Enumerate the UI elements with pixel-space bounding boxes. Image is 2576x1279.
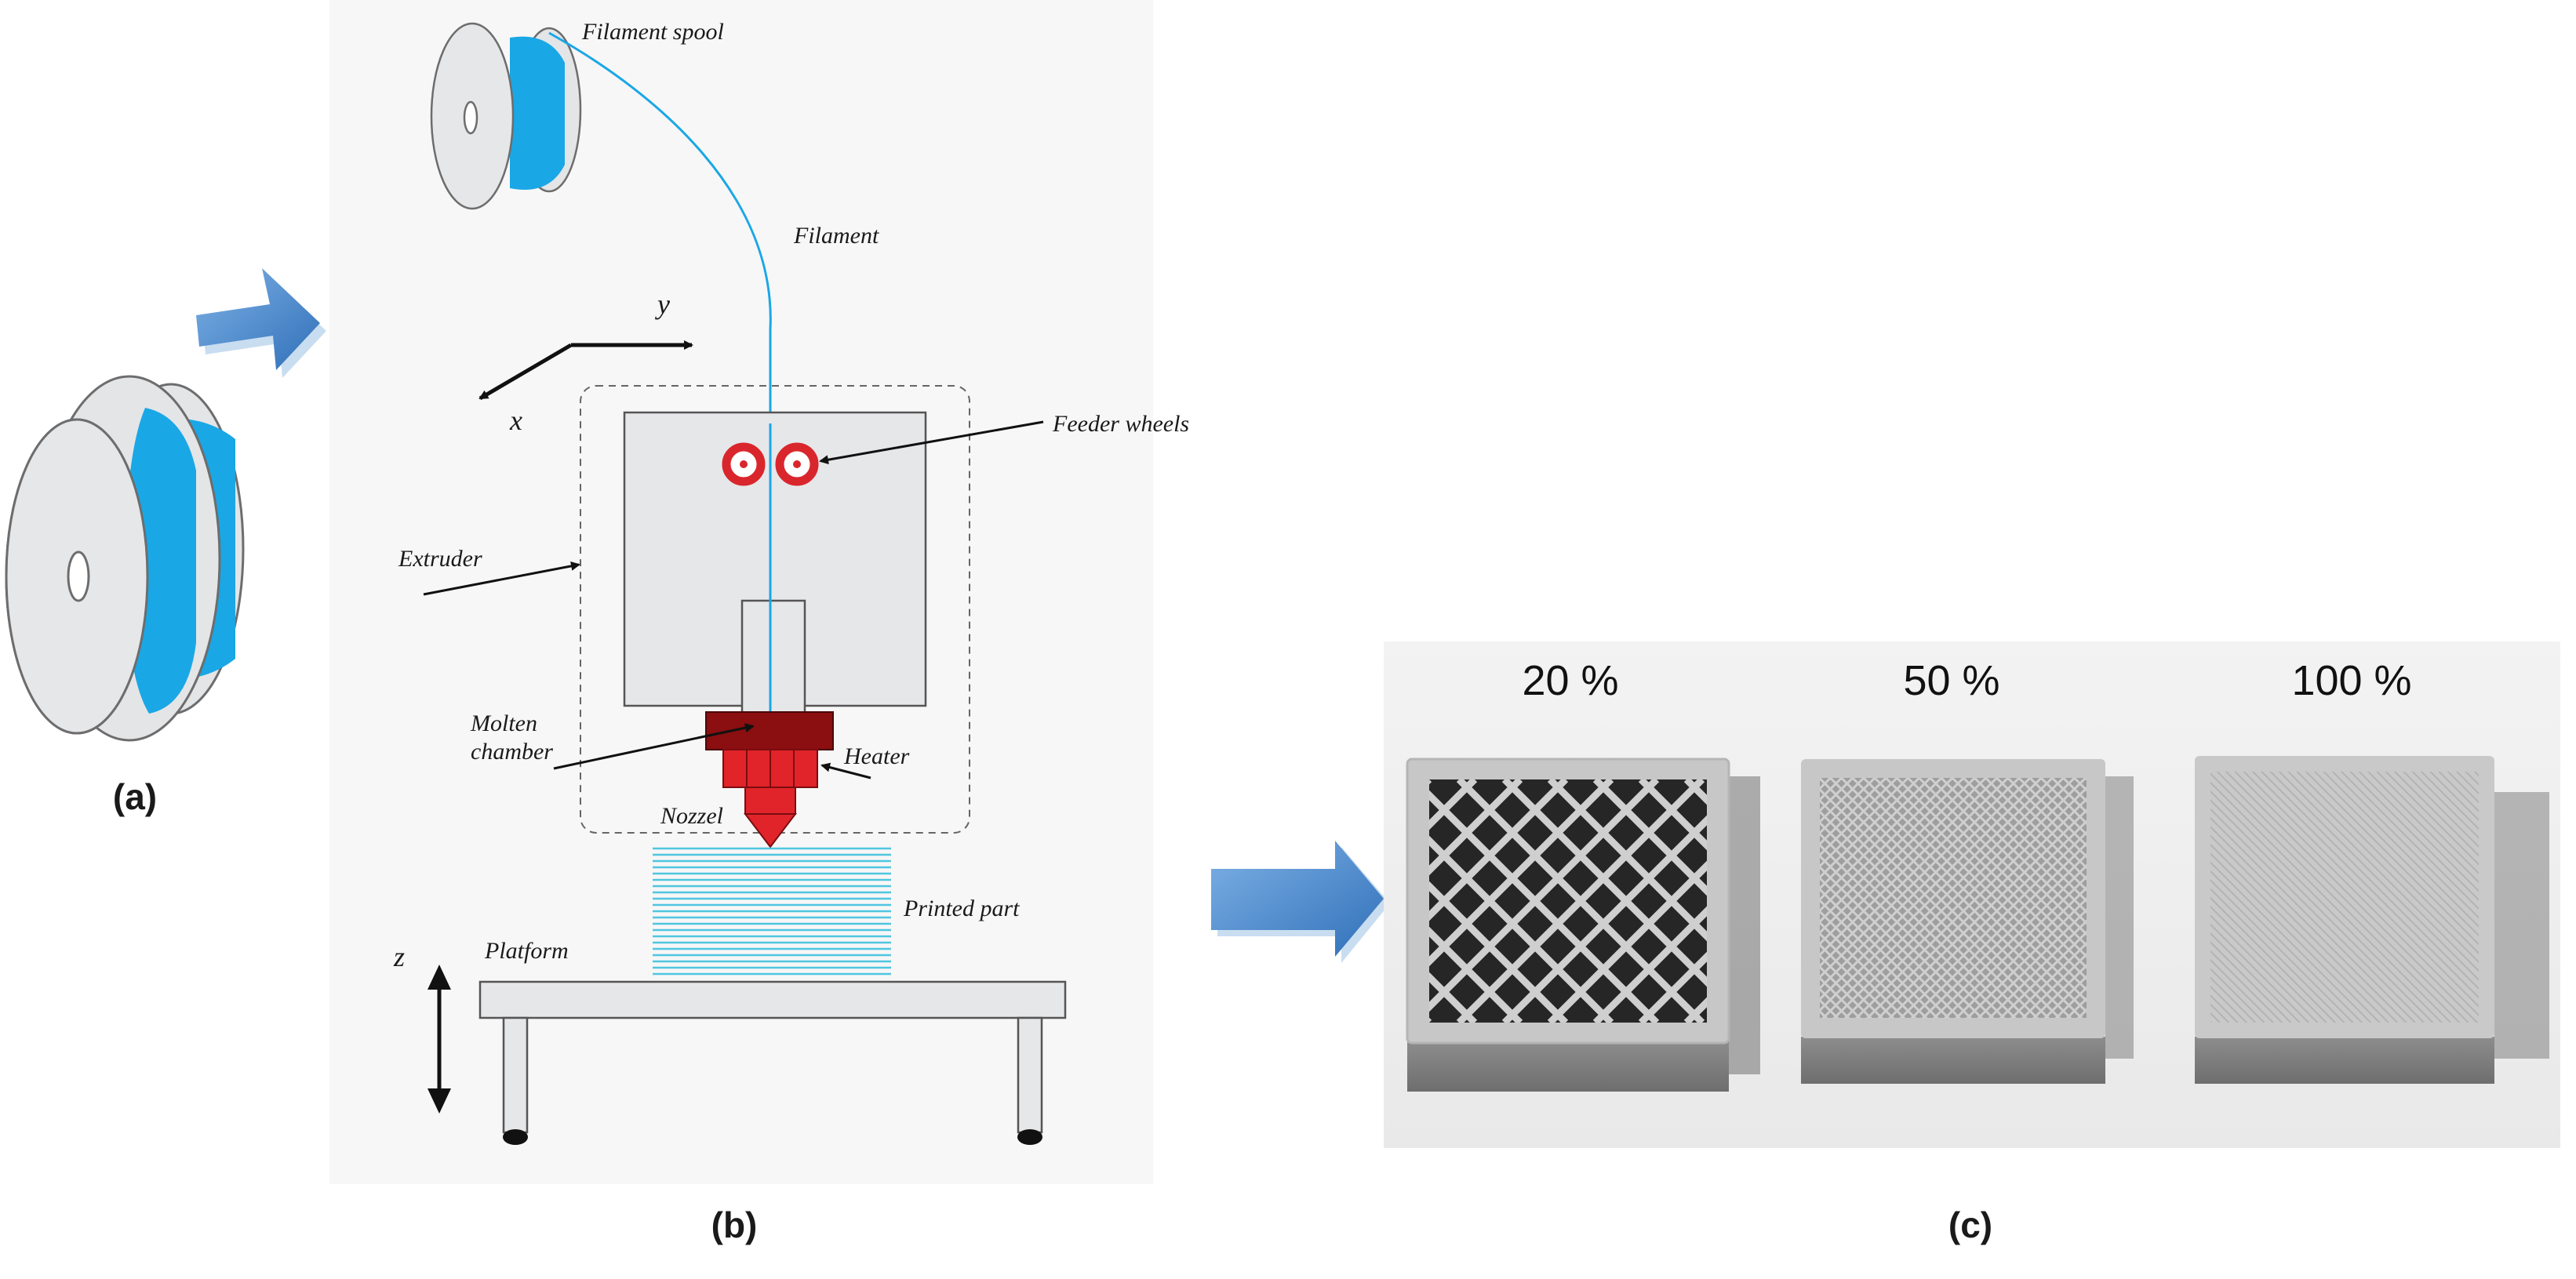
- infill-strand: [1592, 906, 1707, 1023]
- filament-channel: [740, 599, 806, 717]
- infill-label-100: 100 %: [2291, 657, 2411, 704]
- panel-b: Filament spool Filament y x Feeder wheel…: [329, 0, 1189, 1245]
- label-printed-part: Printed part: [903, 896, 1020, 921]
- nozzle-icon: [743, 787, 798, 848]
- infill-strand: [1429, 779, 1523, 876]
- infill-strand: [1429, 779, 1478, 830]
- infill-strand: [1638, 779, 1707, 851]
- infill-cube-50: [1801, 759, 2134, 1084]
- arrow-a-to-b-icon: [196, 268, 326, 378]
- infill-strand: [1456, 779, 1705, 1023]
- xy-axes-icon: [478, 340, 693, 401]
- infill-label-20: 20 %: [1522, 657, 1618, 704]
- printed-part: [653, 847, 891, 976]
- molten-pointer: [553, 723, 755, 770]
- label-axis-y: y: [655, 289, 670, 320]
- panel-a: (a): [5, 375, 245, 817]
- infill-strand: [1429, 972, 1478, 1023]
- label-platform: Platform: [484, 938, 569, 964]
- infill-strand: [1501, 815, 1707, 1023]
- feeder-wheels-icon: [722, 442, 819, 486]
- label-axis-x: x: [509, 405, 522, 436]
- z-axis-icon: [428, 965, 451, 1114]
- molten-chamber: [705, 711, 834, 750]
- infill-strand: [1638, 951, 1707, 1023]
- spool-large-icon: [5, 375, 245, 742]
- label-filament-spool: Filament spool: [581, 19, 724, 45]
- panel-label-c: (c): [1948, 1205, 1992, 1245]
- infill-strand: [1429, 779, 1569, 921]
- infill-cube-100: [2195, 756, 2549, 1084]
- label-axis-z: z: [393, 941, 405, 972]
- label-molten-line2: chamber: [471, 739, 553, 765]
- arrow-b-to-c-icon: [1211, 841, 1390, 963]
- infill-strand: [1429, 779, 1614, 967]
- infill-strand: [1429, 926, 1523, 1023]
- feeder-pointer: [819, 420, 1044, 465]
- label-nozzel: Nozzel: [660, 803, 723, 829]
- filament-line: [548, 31, 772, 845]
- panel-label-a: (a): [113, 776, 157, 817]
- label-molten-line1: Molten: [470, 710, 537, 736]
- panel-c: 20 % 50 % 100 % (c): [1384, 641, 2560, 1245]
- extruder-pointer: [423, 561, 580, 596]
- label-filament: Filament: [793, 223, 879, 249]
- infill-grid-20: [1429, 779, 1707, 1023]
- label-feeder-wheels: Feeder wheels: [1052, 411, 1189, 437]
- label-extruder: Extruder: [398, 546, 482, 572]
- heater-pointer: [820, 762, 871, 779]
- label-heater: Heater: [843, 743, 910, 769]
- spool-small-icon: [430, 22, 582, 210]
- infill-strand: [1429, 779, 1660, 1012]
- extruder-boundary: [580, 385, 970, 834]
- infill-strand: [1547, 860, 1707, 1023]
- infill-cube-20: [1406, 758, 1760, 1092]
- heater-block: [722, 749, 818, 788]
- infill-label-50: 50 %: [1903, 657, 1999, 704]
- panel-label-b: (b): [711, 1205, 758, 1245]
- infill-strand: [1592, 779, 1707, 896]
- platform: [478, 980, 1067, 1145]
